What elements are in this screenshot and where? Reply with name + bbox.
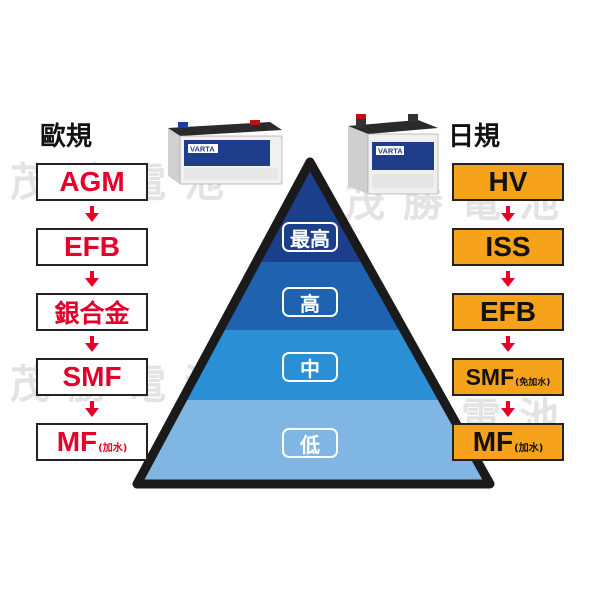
jp-header: 日規 [448,122,501,152]
jp-arrow-down-icon [501,206,515,222]
eu-item-label: MF [56,426,98,457]
jp-arrow-down-icon [501,401,515,417]
eu-item-agm: AGM [36,163,148,201]
tier-label-low: 低 [282,428,338,458]
tier-label-highest: 最高 [282,222,338,252]
eu-arrow-down-icon [85,271,99,287]
jp-battery-image: VARTA [348,114,439,195]
eu-battery-image: VARTA [168,120,283,185]
eu-item-label: AGM [59,166,125,197]
eu-battery-brand: VARTA [190,145,215,154]
eu-item-sublabel: (加水) [98,442,128,454]
eu-arrow-down-icon [85,336,99,352]
jp-item-label: SMF [465,363,515,390]
eu-item-efb: EFB [36,228,148,266]
eu-item-smf: SMF [36,358,148,396]
eu-item-silver-alloy: 銀合金 [36,293,148,331]
jp-item-label: EFB [480,296,536,327]
jp-item-mf: MF (加水) [452,423,564,461]
jp-item-label: ISS [485,231,531,262]
eu-arrow-down-icon [85,206,99,222]
eu-item-mf: MF (加水) [36,423,148,461]
jp-item-smf: SMF (免加水) [452,358,564,396]
tier-label-high: 高 [282,287,338,317]
eu-arrow-down-icon [85,401,99,417]
pyramid-tier-low [137,400,490,484]
jp-item-iss: ISS [452,228,564,266]
jp-arrow-down-icon [501,271,515,287]
jp-item-hv: HV [452,163,564,201]
tier-label-mid: 中 [282,352,338,382]
jp-arrow-down-icon [501,336,515,352]
jp-item-efb: EFB [452,293,564,331]
eu-item-label: SMF [62,361,122,392]
eu-item-label: 銀合金 [54,299,130,328]
jp-item-sublabel: (加水) [514,442,544,454]
pyramid-outline [132,157,495,489]
jp-item-sublabel: (免加水) [515,377,551,388]
eu-item-label: EFB [64,231,120,262]
jp-item-label: HV [488,166,528,197]
eu-header: 歐規 [40,122,93,152]
jp-battery-brand: VARTA [378,147,403,156]
jp-item-label: MF [472,426,514,457]
